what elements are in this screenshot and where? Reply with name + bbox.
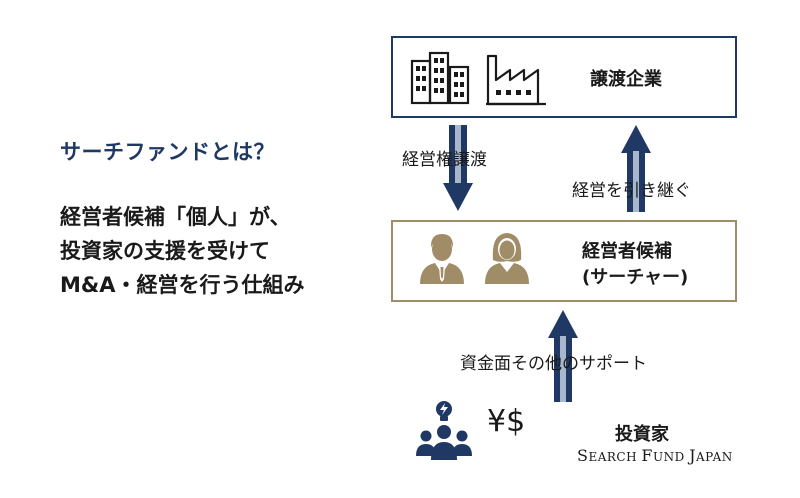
investor-group-icon: [416, 401, 472, 460]
company-label: 譲渡企業: [590, 69, 662, 90]
office-buildings-icon: [410, 51, 470, 105]
description-line-1: 経営者候補「個人」が、: [60, 205, 291, 229]
searcher-box: [391, 220, 737, 302]
arrow-up-succession: [621, 125, 651, 212]
searcher-label-line-1: 経営者候補: [582, 241, 672, 262]
description-line-3: M&A・経営を行う仕組み: [60, 273, 305, 297]
male-person-icon: [420, 234, 464, 284]
arrow-up-support: [548, 310, 578, 402]
factory-icon: [486, 54, 546, 106]
description-line-2: 投資家の支援を受けて: [60, 239, 270, 263]
search-fund-japan-logo: SEARCH FUND JAPAN: [577, 446, 733, 465]
arrow-down-transfer: [443, 125, 473, 211]
description: 経営者候補「個人」が、 投資家の支援を受けて M&A・経営を行う仕組み: [60, 200, 304, 302]
searcher-label-line-2: (サーチャー): [582, 267, 689, 288]
diagram-heading: サーチファンドとは？: [60, 140, 275, 164]
female-person-icon: [485, 233, 529, 284]
currency-symbols: ¥$: [487, 404, 526, 439]
support-label: 資金面その他のサポート: [460, 354, 647, 374]
succession-label: 経営を引き継ぐ: [572, 181, 691, 201]
company-box: [391, 36, 737, 118]
transfer-rights-label: 経営権譲渡: [402, 150, 487, 170]
investor-label: 投資家: [615, 424, 669, 445]
